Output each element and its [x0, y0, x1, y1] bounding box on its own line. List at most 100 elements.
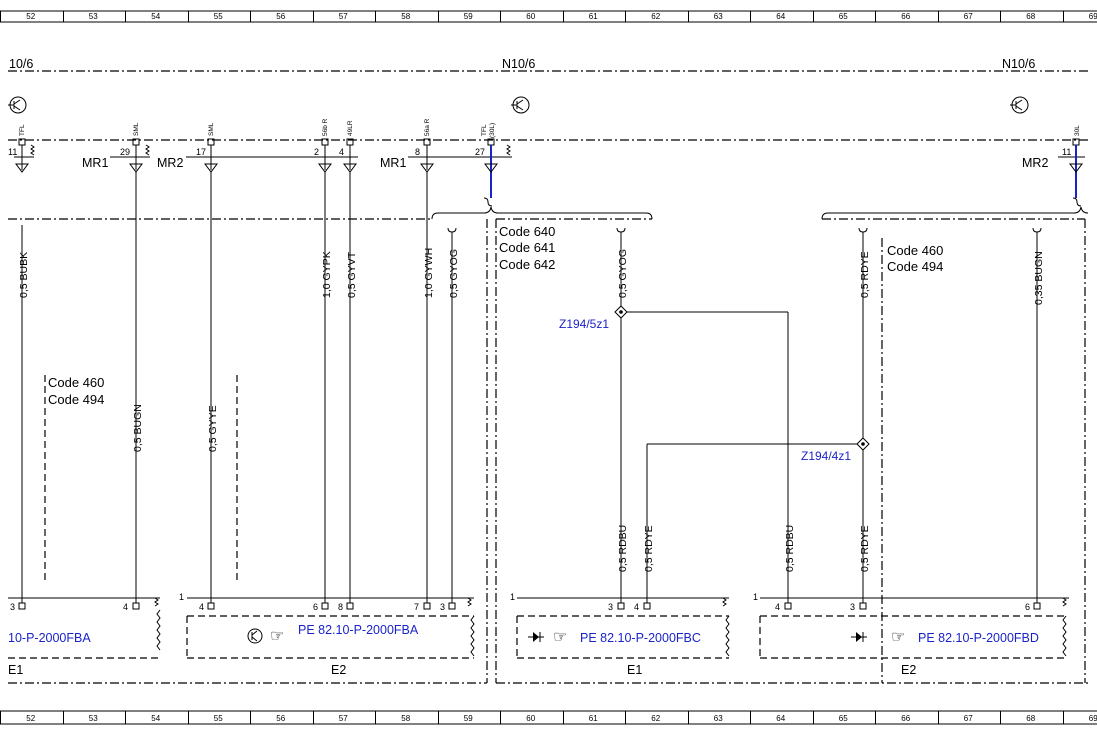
- svg-text:6: 6: [313, 602, 318, 612]
- ruler-column-label: 62: [651, 714, 660, 723]
- component-e2: [186, 597, 475, 659]
- splice-label: Z194/4z1: [801, 449, 851, 463]
- ruler-column-label: 65: [839, 714, 848, 723]
- ruler-column-label: 67: [964, 12, 973, 21]
- pin: 29 SML: [120, 122, 150, 170]
- component-e1: [516, 597, 730, 659]
- component-ref-link[interactable]: 10-P-2000FBA: [8, 631, 91, 645]
- component-label: E1: [627, 663, 642, 677]
- ruler-column-label: 56: [276, 714, 285, 723]
- svg-text:1: 1: [753, 592, 758, 602]
- pin: 27 TFL (30L): [475, 123, 511, 198]
- svg-text:8: 8: [338, 602, 343, 612]
- pointing-hand-icon[interactable]: ☞: [270, 628, 284, 645]
- svg-text:0,35 BUGN: 0,35 BUGN: [1033, 251, 1045, 305]
- connector-mr2-label: MR2: [1022, 156, 1048, 170]
- ruler-column-label: 52: [26, 12, 35, 21]
- module-ref-left: 10/6: [9, 57, 33, 71]
- pointing-hand-icon[interactable]: ☞: [891, 629, 905, 646]
- ruler-column-label: 66: [901, 12, 910, 21]
- ruler-column-label: 67: [964, 714, 973, 723]
- connector-mr1-label: MR1: [82, 156, 108, 170]
- ruler-column-label: 69: [1089, 714, 1097, 723]
- transistor-icon: [511, 96, 530, 114]
- svg-text:☞: ☞: [270, 628, 284, 645]
- component-ref-link[interactable]: PE 82.10-P-2000FBD: [918, 631, 1039, 645]
- pointing-hand-icon[interactable]: ☞: [553, 629, 567, 646]
- ruler-column-label: 66: [901, 714, 910, 723]
- svg-text:0,5 GYYE: 0,5 GYYE: [207, 405, 219, 452]
- module-ref-right: N10/6: [1002, 57, 1035, 71]
- svg-text:4: 4: [123, 602, 128, 612]
- splice-label: Z194/5z1: [559, 317, 609, 331]
- svg-text:0,5 BUBK: 0,5 BUBK: [18, 252, 30, 298]
- svg-text:8: 8: [415, 147, 420, 157]
- svg-text:0,5 BUGN: 0,5 BUGN: [132, 404, 144, 452]
- ruler-column-label: 55: [214, 12, 223, 21]
- pin: 17 SML: [196, 122, 215, 170]
- component-ref-link[interactable]: PE 82.10-P-2000FBA: [298, 623, 419, 637]
- pin: 11 30L: [1062, 125, 1081, 198]
- svg-text:0,5 RDBU: 0,5 RDBU: [617, 525, 629, 572]
- svg-text:1: 1: [179, 592, 184, 602]
- transistor-icon: [8, 96, 27, 114]
- svg-text:1,0 GYWH: 1,0 GYWH: [423, 248, 435, 298]
- diode-icon: [851, 632, 867, 642]
- svg-text:17: 17: [196, 147, 206, 157]
- svg-text:30L: 30L: [1074, 125, 1081, 136]
- svg-text:1,0 GYPK: 1,0 GYPK: [321, 251, 333, 298]
- module-ref-center: N10/6: [502, 57, 535, 71]
- code-note: Code 494: [48, 392, 104, 407]
- svg-text:3: 3: [850, 602, 855, 612]
- svg-text:0,5 RDYE: 0,5 RDYE: [859, 525, 871, 572]
- ruler-column-label: 62: [651, 12, 660, 21]
- ruler-column-label: 64: [776, 12, 785, 21]
- wires: [21, 172, 1042, 603]
- component-left: [8, 597, 161, 659]
- code-note: Code 640: [499, 224, 555, 239]
- bottom-pins: 3 4 1 4 6 8 7 3 1 3 4 1 4 3 6: [10, 592, 1041, 612]
- pin: 2 56b R: [314, 118, 329, 170]
- code-note: Code 642: [499, 257, 555, 272]
- top-pin-group: 11 TFL 29 SML 17 SML 2 56b R 4 49LR: [8, 118, 1081, 198]
- svg-text:4: 4: [199, 602, 204, 612]
- svg-text:0,5 RDYE: 0,5 RDYE: [859, 251, 871, 298]
- ruler-column-label: 57: [339, 714, 348, 723]
- svg-text:TFL: TFL: [19, 124, 26, 136]
- svg-text:TFL: TFL: [481, 124, 488, 136]
- brace: [821, 206, 1089, 220]
- code-note: Code 460: [887, 243, 943, 258]
- pin: 4 49LR: [339, 120, 354, 170]
- ruler-column-label: 57: [339, 12, 348, 21]
- component-label: E2: [901, 663, 916, 677]
- svg-text:1: 1: [510, 592, 515, 602]
- ruler-column-label: 59: [464, 714, 473, 723]
- brace: [431, 206, 653, 220]
- ruler-column-label: 53: [89, 12, 98, 21]
- ruler-column-label: 59: [464, 12, 473, 21]
- connector-mr2-label: MR2: [157, 156, 183, 170]
- svg-text:11: 11: [8, 147, 17, 157]
- svg-text:4: 4: [634, 602, 639, 612]
- svg-text:☞: ☞: [553, 629, 567, 646]
- code-note: Code 460: [48, 375, 104, 390]
- ruler-column-label: 53: [89, 714, 98, 723]
- svg-text:49LR: 49LR: [347, 120, 354, 136]
- svg-text:29: 29: [120, 147, 130, 157]
- diode-icon: [528, 632, 544, 642]
- svg-text:SML: SML: [133, 122, 140, 136]
- svg-text:6: 6: [1025, 602, 1030, 612]
- component-ref-link[interactable]: PE 82.10-P-2000FBC: [580, 631, 701, 645]
- ruler-column-label: 60: [526, 714, 535, 723]
- ruler-column-label: 58: [401, 12, 410, 21]
- ruler-column-label: 60: [526, 12, 535, 21]
- connector-mr1-label: MR1: [380, 156, 406, 170]
- svg-text:4: 4: [775, 602, 780, 612]
- ruler-column-label: 64: [776, 714, 785, 723]
- splice-icon: [614, 305, 628, 319]
- ruler-column-label: 61: [589, 12, 598, 21]
- svg-text:4: 4: [339, 147, 344, 157]
- transistor-icon: [247, 628, 263, 644]
- ruler-column-label: 56: [276, 12, 285, 21]
